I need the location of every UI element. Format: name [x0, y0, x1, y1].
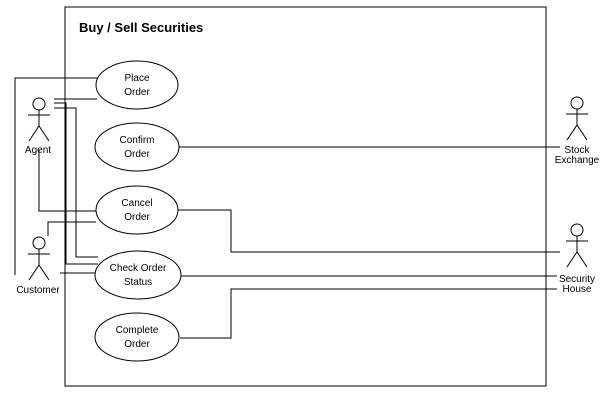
stick-figure-icon	[28, 97, 50, 142]
actor-label-line2: House	[563, 284, 592, 295]
use-case-label-line2: Order	[124, 339, 150, 350]
use-case-place-order[interactable]: Place Order	[95, 60, 179, 110]
connector-customer-cancel-order	[47, 221, 96, 236]
connector-agent-cancel-order	[38, 150, 96, 212]
use-case-label-line1: Place	[124, 73, 149, 84]
system-title: Buy / Sell Securities	[79, 20, 203, 35]
use-case-complete-order[interactable]: Complete Order	[94, 312, 180, 362]
use-case-label-line2: Status	[124, 277, 152, 288]
use-case-cancel-order[interactable]: Cancel Order	[95, 185, 179, 235]
actor-label-line1: Stock	[564, 145, 590, 156]
stick-figure-icon	[566, 96, 588, 141]
use-case-label-line1: Cancel	[121, 198, 152, 209]
use-case-label-line1: Confirm	[119, 135, 154, 146]
connector-agent-check-status-b	[54, 107, 98, 258]
actor-agent[interactable]: Agent	[25, 97, 51, 156]
use-case-check-order-status[interactable]: Check Order Status	[94, 250, 182, 300]
use-case-oval	[95, 60, 179, 110]
connector-cancel-security-house	[178, 209, 560, 253]
actor-security-house[interactable]: Security House	[559, 223, 595, 295]
connectors	[14, 77, 560, 339]
use-case-label-line2: Order	[124, 87, 150, 98]
actor-label-line2: Exchange	[555, 155, 600, 166]
actor-label-line1: Security	[559, 274, 595, 285]
use-case-oval	[95, 185, 179, 235]
use-case-label-line1: Check Order	[110, 263, 167, 274]
stick-figure-icon	[566, 223, 588, 268]
actor-stock-exchange[interactable]: Stock Exchange	[555, 96, 600, 166]
connector-agent-check-status-a	[54, 102, 98, 265]
use-case-label-line1: Complete	[116, 325, 159, 336]
use-case-oval	[94, 312, 180, 362]
actor-customer[interactable]: Customer	[16, 236, 60, 296]
use-case-confirm-order[interactable]: Confirm Order	[94, 122, 180, 172]
use-case-oval	[94, 250, 182, 300]
use-case-label-line2: Order	[124, 149, 150, 160]
actor-label: Agent	[25, 145, 51, 156]
connector-customer-place-order	[14, 77, 97, 275]
use-case-label-line2: Order	[124, 212, 150, 223]
connector-complete-security-house	[180, 288, 557, 339]
use-case-oval	[94, 122, 180, 172]
actor-label: Customer	[16, 285, 60, 296]
stick-figure-icon	[28, 236, 50, 281]
